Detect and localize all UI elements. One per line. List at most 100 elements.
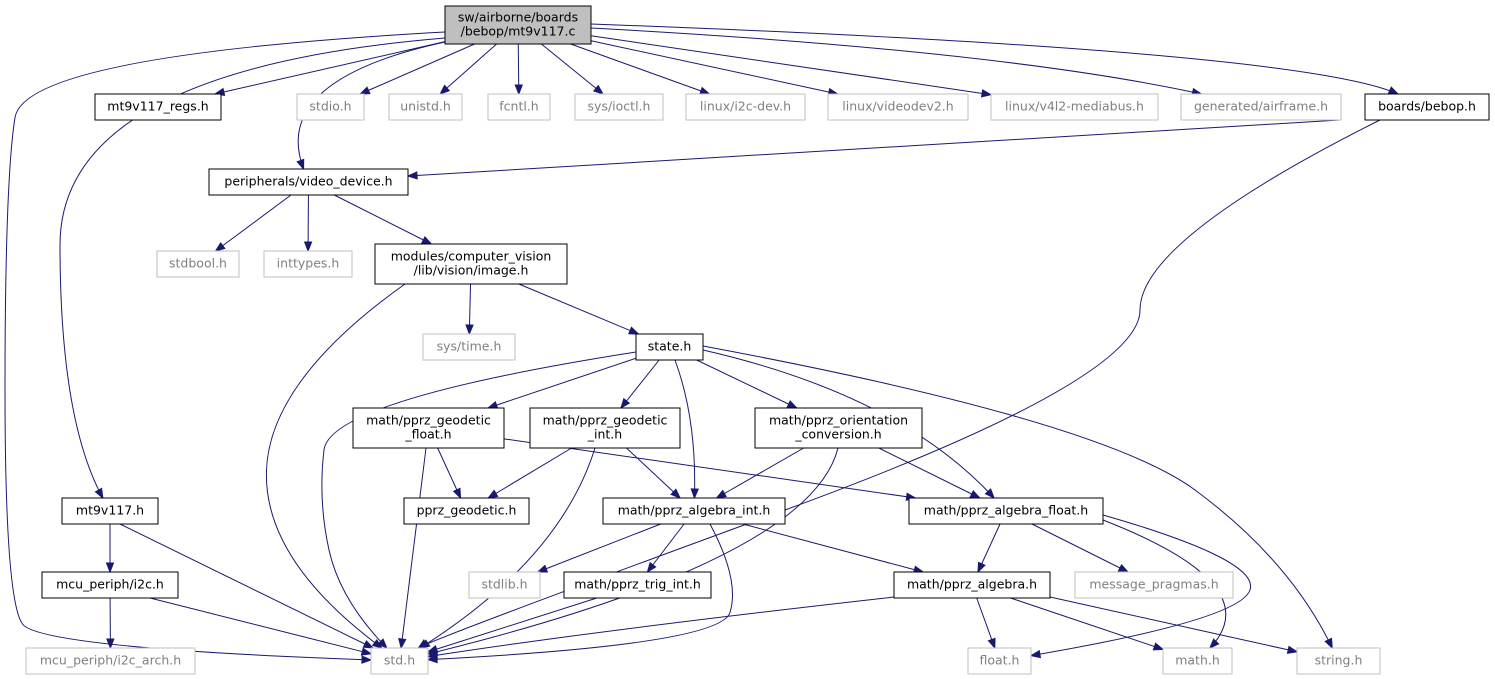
edge-arrowhead bbox=[514, 84, 523, 96]
edge-arrowhead bbox=[486, 400, 499, 409]
edge-arrowhead bbox=[536, 564, 549, 573]
node-i2c[interactable]: mcu_periph/i2c.h bbox=[41, 571, 179, 599]
node-bebop[interactable]: boards/bebop.h bbox=[1364, 93, 1490, 121]
edge-state-to-geo_float bbox=[486, 357, 637, 409]
edge-arrowhead bbox=[1152, 642, 1165, 651]
node-root[interactable]: sw/airborne/boards/bebop/mt9v117.c bbox=[444, 5, 592, 45]
edges-layer bbox=[4, 23, 1400, 664]
edge-line bbox=[716, 447, 804, 499]
node-label: mcu_periph/i2c.h bbox=[56, 577, 164, 592]
edge-root-to-mt9v117_regs bbox=[213, 41, 446, 97]
node-box bbox=[827, 93, 969, 121]
node-label: generated/airframe.h bbox=[1194, 99, 1328, 114]
node-mt9v117[interactable]: mt9v117.h bbox=[61, 497, 159, 525]
node-box bbox=[1162, 647, 1233, 675]
node-box bbox=[374, 243, 568, 285]
node-box bbox=[685, 93, 806, 121]
edge-orient-to-alg_float bbox=[878, 447, 982, 499]
node-state[interactable]: state.h bbox=[635, 333, 704, 361]
edge-line bbox=[590, 40, 838, 95]
edge-line bbox=[4, 31, 446, 661]
edge-arrowhead bbox=[420, 235, 433, 245]
edge-arrowhead bbox=[1286, 645, 1299, 654]
node-label: std.h bbox=[384, 653, 415, 668]
node-label: state.h bbox=[648, 339, 692, 354]
edge-arrowhead bbox=[980, 89, 993, 98]
node-box bbox=[754, 407, 923, 449]
edge-line bbox=[427, 596, 895, 658]
node-box bbox=[94, 93, 222, 121]
edge-root-to-stdio bbox=[358, 43, 475, 95]
node-image[interactable]: modules/computer_vision/lib/vision/image… bbox=[374, 243, 568, 285]
node-box bbox=[529, 407, 681, 449]
node-mt9v117-regs[interactable]: mt9v117_regs.h bbox=[94, 93, 222, 121]
edge-line bbox=[1049, 596, 1298, 653]
edge-alg_float-to-alg bbox=[977, 523, 1001, 574]
node-box bbox=[388, 93, 463, 121]
edge-line bbox=[400, 447, 427, 649]
edge-arrowhead bbox=[487, 489, 499, 499]
node-box bbox=[990, 93, 1159, 121]
edge-line bbox=[590, 35, 992, 96]
edge-arrowhead bbox=[670, 488, 682, 499]
edge-line bbox=[214, 41, 446, 95]
edge-arrowhead bbox=[358, 86, 371, 95]
edge-line bbox=[321, 351, 637, 649]
edge-arrowhead bbox=[214, 241, 226, 252]
edge-state-to-geo_int bbox=[620, 359, 660, 410]
node-box bbox=[468, 571, 541, 599]
node-label: math/pprz_algebra_int.h bbox=[618, 503, 771, 518]
node-geo-int[interactable]: math/pprz_geodetic_int.h bbox=[529, 407, 681, 449]
node-label: /lib/vision/image.h bbox=[414, 263, 529, 278]
edge-line bbox=[570, 43, 710, 95]
edge-arrowhead bbox=[984, 488, 996, 500]
edge-root-to-mt9v117 bbox=[59, 37, 446, 500]
node-pprz-geodetic[interactable]: pprz_geodetic.h bbox=[403, 497, 530, 525]
node-box bbox=[444, 5, 592, 45]
node-box bbox=[487, 93, 551, 121]
node-label: boards/bebop.h bbox=[1378, 99, 1476, 114]
edge-arrowhead bbox=[977, 561, 986, 574]
node-label: float.h bbox=[980, 653, 1020, 668]
edge-arrowhead bbox=[969, 489, 982, 499]
edge-line bbox=[647, 523, 685, 573]
node-label: modules/computer_vision bbox=[391, 249, 552, 264]
node-label: math/pprz_orientation bbox=[769, 413, 908, 428]
node-alg[interactable]: math/pprz_algebra.h bbox=[893, 571, 1051, 599]
edge-line bbox=[265, 283, 406, 649]
edge-alg-to-math bbox=[1010, 597, 1165, 651]
node-inttypes: inttypes.h bbox=[263, 250, 353, 278]
node-video-device[interactable]: peripherals/video_device.h bbox=[208, 168, 409, 196]
edge-line bbox=[427, 597, 597, 653]
edge-root-to-fcntl bbox=[514, 43, 523, 96]
edge-video_device-to-stdbool bbox=[214, 194, 292, 252]
node-label: stdlib.h bbox=[481, 577, 527, 592]
edge-line bbox=[537, 523, 661, 573]
node-orient[interactable]: math/pprz_orientation_conversion.h bbox=[754, 407, 923, 449]
node-label: mt9v117.h bbox=[76, 503, 144, 518]
node-label: _int.h bbox=[587, 427, 622, 442]
edge-root-to-std bbox=[4, 31, 446, 664]
node-label: peripherals/video_device.h bbox=[224, 174, 392, 189]
edge-i2c-to-std bbox=[149, 597, 373, 656]
edge-line bbox=[439, 43, 497, 95]
edge-arrowhead bbox=[1117, 563, 1130, 573]
node-unistd: unistd.h bbox=[388, 93, 463, 121]
edge-image-to-std bbox=[265, 283, 406, 649]
edge-root-to-airframe bbox=[590, 27, 1203, 97]
node-std: std.h bbox=[370, 647, 429, 675]
edge-geo_int-to-std bbox=[418, 447, 596, 649]
node-trig-int[interactable]: math/pprz_trig_int.h bbox=[563, 571, 712, 599]
node-alg-int[interactable]: math/pprz_algebra_int.h bbox=[602, 497, 786, 525]
node-i2c-arch: mcu_periph/i2c_arch.h bbox=[25, 647, 196, 675]
node-geo-float[interactable]: math/pprz_geodetic_float.h bbox=[352, 407, 505, 449]
edge-arrowhead bbox=[426, 644, 439, 654]
edge-alg_float-to-float bbox=[1029, 514, 1252, 659]
node-box bbox=[1074, 571, 1234, 599]
node-alg-float[interactable]: math/pprz_algebra_float.h bbox=[908, 497, 1104, 525]
edge-root-to-video_device bbox=[296, 41, 446, 171]
edge-arrowhead bbox=[1208, 638, 1220, 649]
node-i2cdev: linux/i2c-dev.h bbox=[685, 93, 806, 121]
node-box bbox=[602, 497, 786, 525]
